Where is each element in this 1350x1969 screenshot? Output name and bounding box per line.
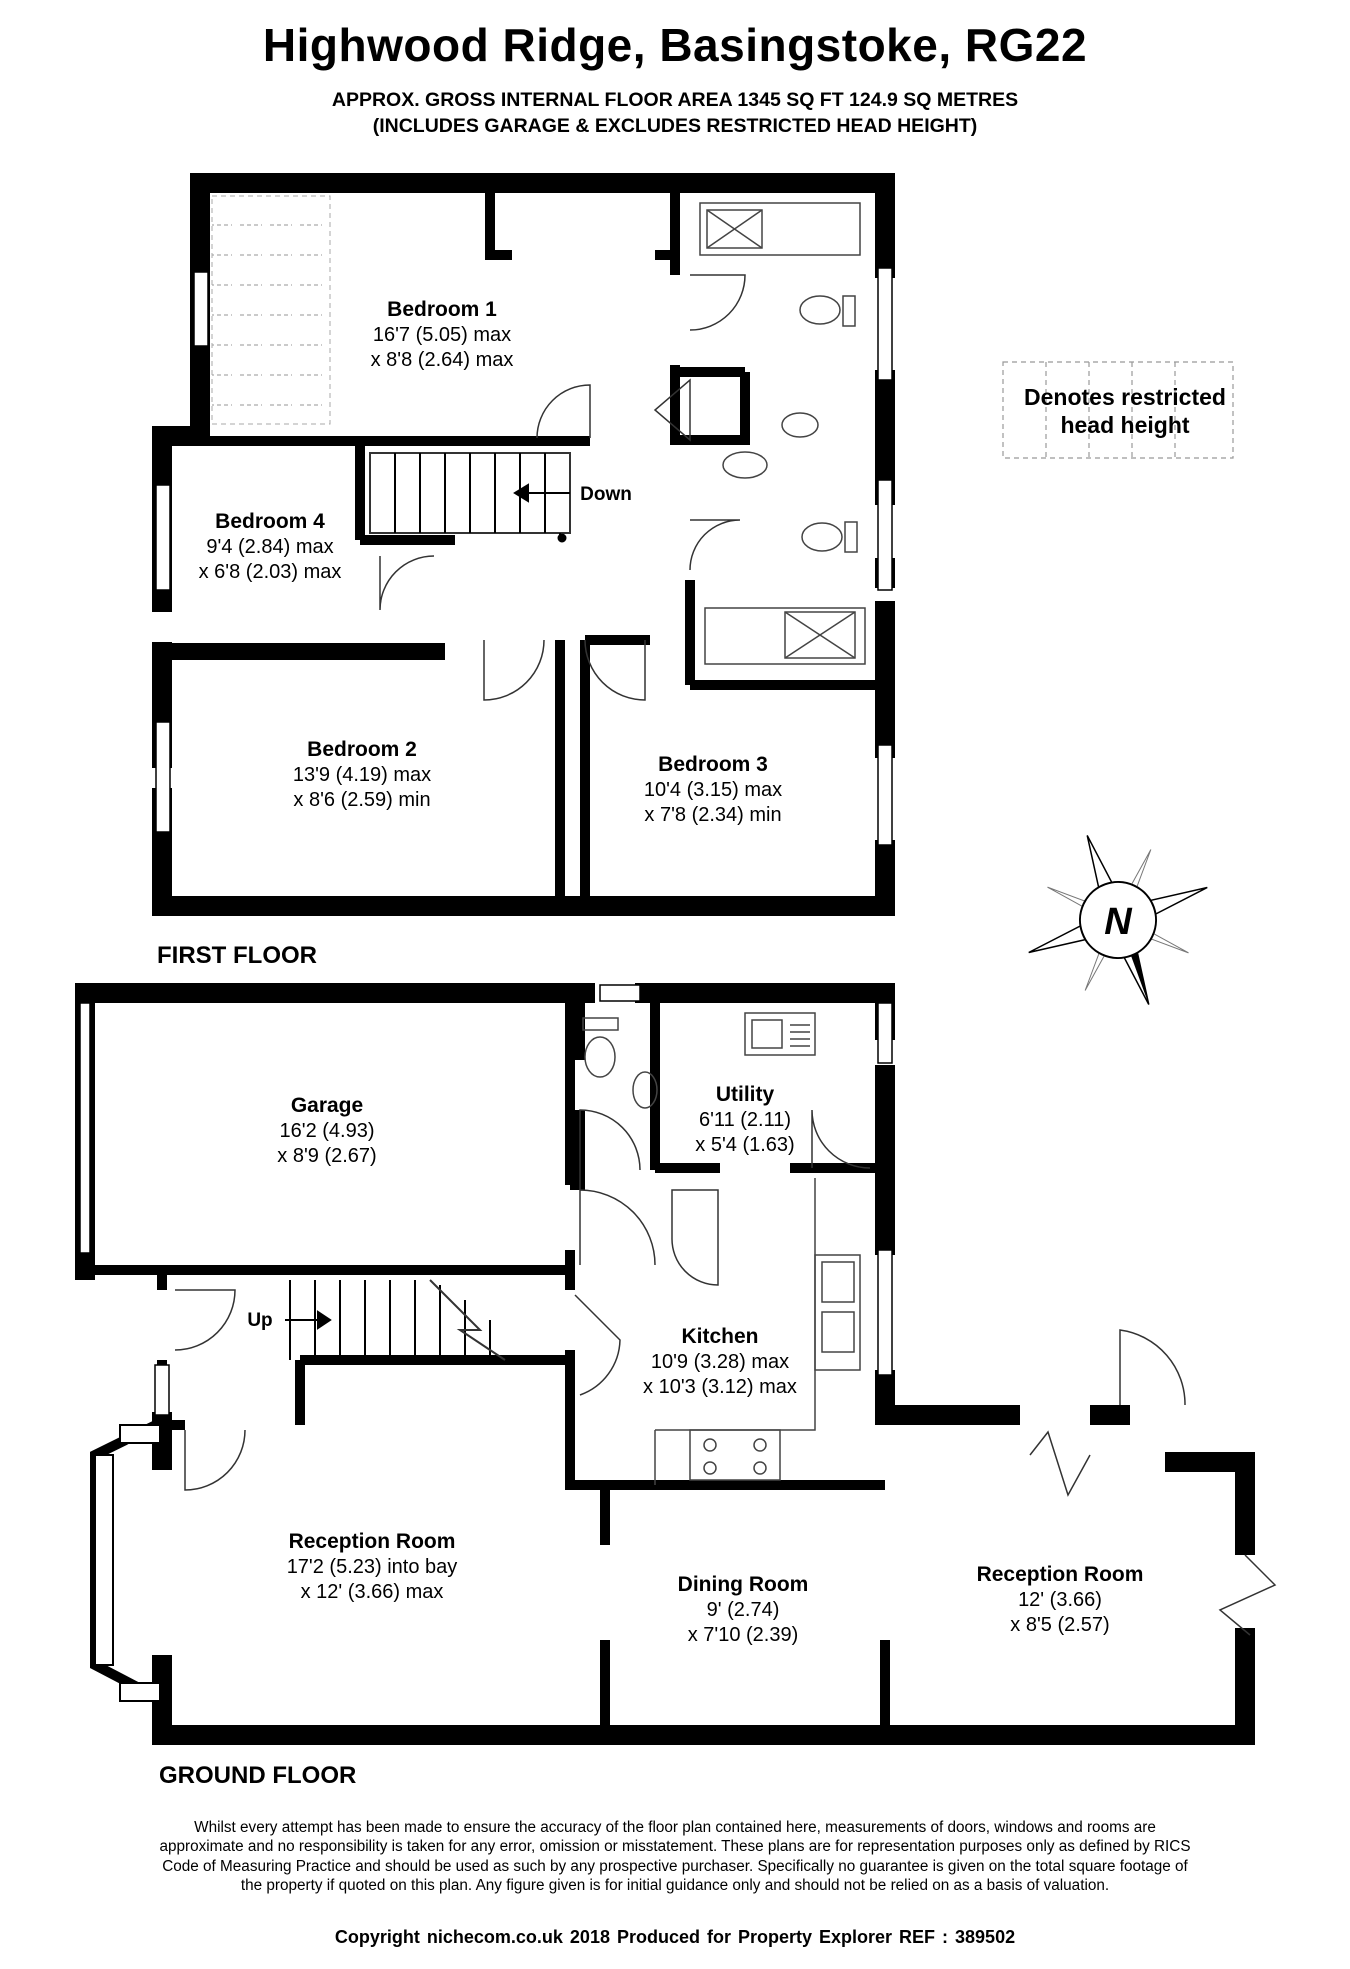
plan-title: Highwood Ridge, Basingstoke, RG22: [262, 19, 1088, 71]
reception2-dim1: 12' (3.66): [1018, 1589, 1102, 1611]
kitchen-name: Kitchen: [681, 1325, 758, 1348]
first-floor-stair-label: Down: [580, 484, 632, 505]
bedroom2-dim1: 13'9 (4.19) max: [293, 764, 431, 786]
reception2-dim2: x 8'5 (2.57): [1010, 1614, 1109, 1636]
first-floor-plan: [152, 173, 895, 916]
ground-floor-label: GROUND FLOOR: [159, 1762, 357, 1789]
legend-text: Denotes restricted head height: [1000, 383, 1250, 439]
dining-dim1: 9' (2.74): [707, 1599, 780, 1621]
reception1-dim2: x 12' (3.66) max: [301, 1581, 444, 1603]
garage-dim2: x 8'9 (2.67): [277, 1145, 376, 1167]
floor-area-note: (INCLUDES GARAGE & EXCLUDES RESTRICTED H…: [372, 115, 978, 137]
kitchen-dim1: 10'9 (3.28) max: [651, 1351, 789, 1373]
kitchen-dim2: x 10'3 (3.12) max: [643, 1376, 797, 1398]
ground-floor-stair-label: Up: [247, 1310, 272, 1331]
ground-floor-doors: [174, 1109, 1277, 1636]
first-floor-internal-walls: [160, 188, 885, 906]
garage-name: Garage: [291, 1094, 363, 1117]
restricted-head-height-area: [211, 195, 331, 425]
reception1-dim1: 17'2 (5.23) into bay: [287, 1556, 458, 1578]
first-floor-label: FIRST FLOOR: [157, 942, 317, 969]
legend-box: [1002, 361, 1234, 459]
bath-upper: [699, 202, 861, 256]
bedroom3-dim2: x 7'8 (2.34) min: [644, 804, 781, 826]
ground-floor-room-labels: Garage 16'2 (4.93) x 8'9 (2.67) Utility …: [247, 1083, 1143, 1646]
ground-floor-windows: [79, 984, 893, 1416]
dining-name: Dining Room: [678, 1573, 809, 1596]
basin-upper: [781, 412, 819, 438]
bedroom4-dim2: x 6'8 (2.03) max: [199, 561, 342, 583]
ground-floor-internal-walls: [85, 1003, 890, 1735]
toilet-upper: [799, 295, 841, 325]
ground-floor-stairs: [285, 1279, 506, 1361]
compass-rose: N: [1028, 835, 1208, 1005]
compass-north-label: N: [1104, 901, 1133, 943]
bedroom1-name: Bedroom 1: [387, 298, 497, 321]
dining-dim2: x 7'10 (2.39): [688, 1624, 799, 1646]
ground-floor-plan: [75, 983, 1277, 1745]
first-floor-bathroom-fixtures: [699, 202, 866, 665]
toilet-lower: [801, 522, 843, 552]
reception-bay-window: [90, 1417, 165, 1705]
bedroom3-name: Bedroom 3: [658, 753, 768, 776]
legend-line-1: Denotes restricted: [1024, 384, 1226, 410]
copyright-line: Copyright nichecom.co.uk 2018 Produced f…: [334, 1927, 1016, 1947]
utility-dim2: x 5'4 (1.63): [695, 1134, 794, 1156]
bedroom1-dim1: 16'7 (5.05) max: [373, 324, 511, 346]
utility-dim1: 6'11 (2.11): [699, 1109, 791, 1131]
bedroom3-dim1: 10'4 (3.15) max: [644, 779, 782, 801]
bedroom4-name: Bedroom 4: [215, 510, 325, 533]
first-floor-doors: [379, 274, 746, 701]
ground-floor-wc-fixtures: [582, 1017, 658, 1109]
basin-lower: [722, 451, 768, 479]
bedroom2-name: Bedroom 2: [307, 738, 417, 761]
disclaimer-text: Whilst every attempt has been made to en…: [159, 1819, 1191, 1894]
legend-line-2: head height: [1060, 412, 1190, 438]
bath-lower: [704, 607, 866, 665]
bedroom4-dim1: 9'4 (2.84) max: [206, 536, 333, 558]
reception2-name: Reception Room: [977, 1563, 1144, 1586]
stair-newel: [557, 533, 567, 543]
bedroom2-dim2: x 8'6 (2.59) min: [293, 789, 430, 811]
garage-dim1: 16'2 (4.93): [280, 1120, 375, 1142]
first-floor-room-labels: Bedroom 1 16'7 (5.05) max x 8'8 (2.64) m…: [199, 298, 783, 826]
first-floor-windows: [155, 267, 893, 846]
utility-name: Utility: [716, 1083, 775, 1106]
bedroom1-dim2: x 8'8 (2.64) max: [371, 349, 514, 371]
reception1-name: Reception Room: [289, 1530, 456, 1553]
kitchen-worktops: [654, 1012, 861, 1485]
floor-area-line: APPROX. GROSS INTERNAL FLOOR AREA 1345 S…: [331, 89, 1019, 111]
first-floor-stairs: [369, 452, 571, 538]
